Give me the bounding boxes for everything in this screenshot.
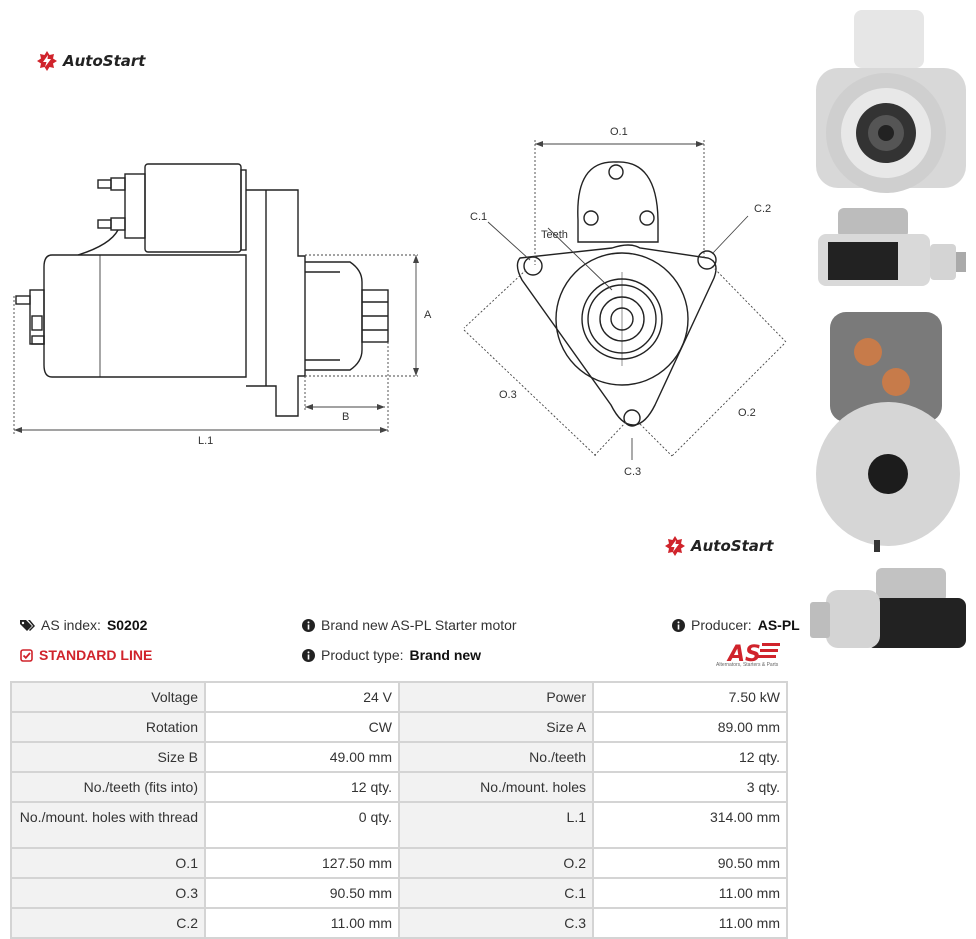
- table-row: Voltage 24 V Power 7.50 kW: [10, 681, 788, 713]
- dim-label-l1: L.1: [198, 435, 213, 447]
- spec-value: 7.50 kW: [592, 681, 788, 713]
- spec-value: 11.00 mm: [592, 877, 788, 909]
- table-row: Rotation CW Size A 89.00 mm: [10, 711, 788, 743]
- product-type-label: Product type:: [321, 647, 404, 663]
- spec-value: 49.00 mm: [204, 741, 400, 773]
- as-pl-logo-mark: AS: [726, 642, 780, 667]
- producer-label: Producer:: [691, 617, 752, 633]
- spec-label: No./teeth: [398, 741, 594, 773]
- spec-label: No./teeth (fits into): [10, 771, 206, 803]
- spec-value: 0 qty.: [204, 801, 400, 849]
- spec-label: C.2: [10, 907, 206, 939]
- checkbox-icon: [20, 648, 33, 662]
- dim-label-c2: C.2: [754, 203, 771, 215]
- product-photo-rear: [816, 312, 960, 552]
- autostart-logo-icon: [37, 51, 57, 71]
- product-photo-side: [818, 208, 966, 286]
- spec-value: 11.00 mm: [592, 907, 788, 939]
- dim-label-o3: O.3: [499, 389, 517, 401]
- autostart-logo-icon: [665, 536, 685, 556]
- spec-label: No./mount. holes with thread: [10, 801, 206, 849]
- technical-drawing: L.1 B A O.1 C: [13, 126, 787, 478]
- spec-value: 314.00 mm: [592, 801, 788, 849]
- spec-value: 3 qty.: [592, 771, 788, 803]
- spec-label: Size B: [10, 741, 206, 773]
- description-text: Brand new AS-PL Starter motor: [321, 617, 517, 633]
- spec-label: O.1: [10, 847, 206, 879]
- spec-value: 89.00 mm: [592, 711, 788, 743]
- dim-label-c1: C.1: [470, 211, 487, 223]
- autostart-logo-text: AutoStart: [691, 537, 774, 555]
- svg-text:AS: AS: [726, 642, 761, 664]
- standard-line-label: STANDARD LINE: [39, 647, 153, 663]
- spec-value: 90.50 mm: [592, 847, 788, 879]
- dim-label-o1: O.1: [610, 126, 628, 138]
- specifications-table: Voltage 24 V Power 7.50 kW Rotation CW S…: [10, 681, 788, 939]
- table-row: O.3 90.50 mm C.1 11.00 mm: [10, 877, 788, 909]
- producer-value: AS-PL: [757, 617, 800, 633]
- spec-label: C.1: [398, 877, 594, 909]
- as-pl-tagline: Alternators, Starters & Parts: [716, 662, 779, 668]
- spec-value: 12 qty.: [592, 741, 788, 773]
- autostart-logo: AutoStart: [36, 50, 145, 72]
- spec-label: Voltage: [10, 681, 206, 713]
- spec-label: L.1: [398, 801, 594, 849]
- as-pl-logo: AS Alternators, Starters & Parts: [716, 640, 792, 672]
- table-row: No./mount. holes with thread 0 qty. L.1 …: [10, 801, 788, 849]
- info-icon: [672, 618, 685, 632]
- spec-value: 11.00 mm: [204, 907, 400, 939]
- dim-label-c3: C.3: [624, 466, 641, 478]
- spec-value: 24 V: [204, 681, 400, 713]
- autostart-logo-text: AutoStart: [63, 52, 146, 70]
- dim-label-a: A: [424, 309, 432, 321]
- spec-value: CW: [204, 711, 400, 743]
- dim-label-teeth: Teeth: [541, 229, 568, 241]
- product-photo-angle: [810, 568, 966, 648]
- standard-line: STANDARD LINE: [20, 647, 152, 663]
- tags-icon: [20, 619, 35, 631]
- table-row: O.1 127.50 mm O.2 90.50 mm: [10, 847, 788, 879]
- spec-value: 90.50 mm: [204, 877, 400, 909]
- table-row: Size B 49.00 mm No./teeth 12 qty.: [10, 741, 788, 773]
- dim-label-b: B: [342, 411, 349, 423]
- product-type: Product type: Brand new: [302, 647, 481, 663]
- as-index: AS index: S0202: [20, 617, 147, 633]
- table-row: C.2 11.00 mm C.3 11.00 mm: [10, 907, 788, 939]
- table-row: No./teeth (fits into) 12 qty. No./mount.…: [10, 771, 788, 803]
- spec-label: O.2: [398, 847, 594, 879]
- as-index-label: AS index:: [41, 617, 101, 633]
- spec-value: 12 qty.: [204, 771, 400, 803]
- spec-value: 127.50 mm: [204, 847, 400, 879]
- spec-label: No./mount. holes: [398, 771, 594, 803]
- dim-label-o2: O.2: [738, 407, 756, 419]
- autostart-logo-secondary: AutoStart: [664, 535, 773, 557]
- spec-label: O.3: [10, 877, 206, 909]
- product-description: Brand new AS-PL Starter motor: [302, 617, 517, 633]
- as-index-value: S0202: [106, 617, 148, 633]
- spec-label: Power: [398, 681, 594, 713]
- product-type-value: Brand new: [409, 647, 482, 663]
- producer: Producer: AS-PL: [672, 617, 800, 633]
- info-icon: [302, 618, 315, 632]
- spec-label: Size A: [398, 711, 594, 743]
- product-photo-front: [816, 10, 966, 193]
- spec-label: C.3: [398, 907, 594, 939]
- info-icon: [302, 648, 315, 662]
- spec-label: Rotation: [10, 711, 206, 743]
